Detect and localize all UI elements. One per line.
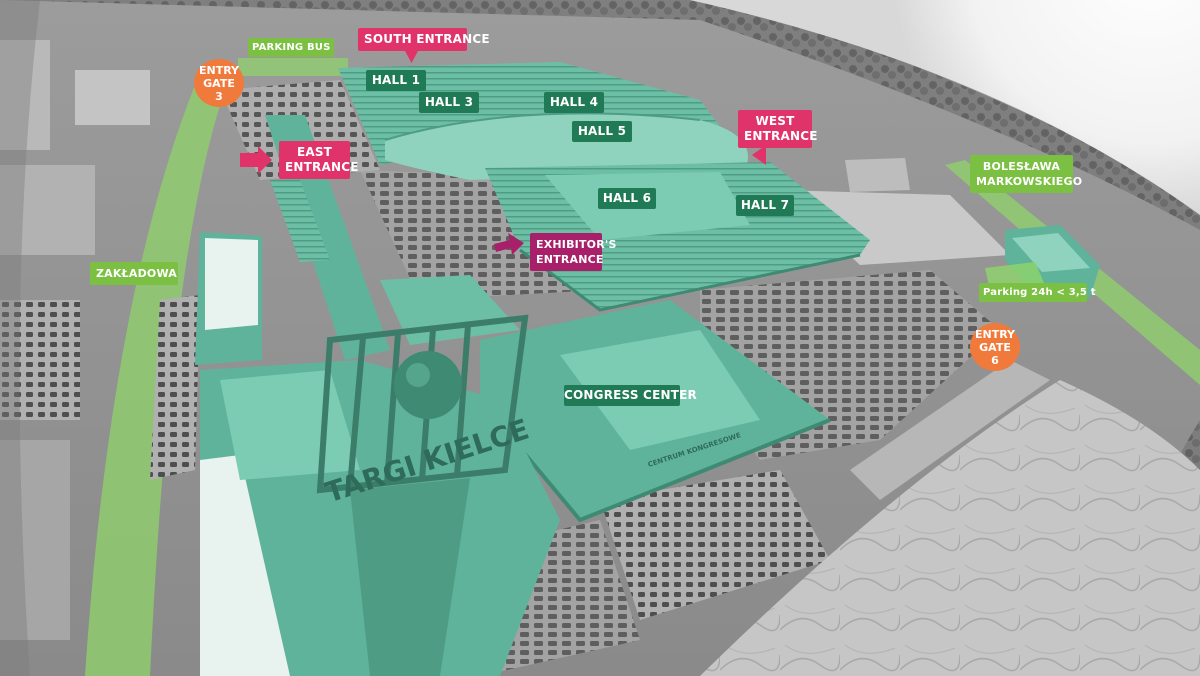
congress-center-label: CONGRESS CENTER [564, 385, 697, 406]
sign-tower [316, 314, 529, 494]
east-entrance-arrow [240, 146, 272, 174]
entry-gate-6-marker: ENTRY GATE 6 [970, 323, 1020, 371]
parking-bus-label: PARKING BUS [248, 38, 334, 57]
exhibitors-entrance-label: EXHIBITOR'S ENTRANCE [530, 233, 617, 271]
zakladowa-road [85, 85, 225, 676]
sky [690, 0, 1200, 215]
hall-6-label: HALL 6 [598, 188, 656, 209]
hall-4-label: HALL 4 [544, 92, 604, 113]
gate-6-line1: ENTRY [974, 327, 1016, 341]
hall-5-building [385, 113, 748, 180]
gate-3-line1: ENTRY [198, 63, 240, 77]
zakladowa-street-label: ZAKŁADOWA [90, 262, 178, 285]
south-entrance-arrow [405, 51, 418, 63]
west-entrance-line1: WEST [755, 114, 795, 128]
parking-24h-label: Parking 24h < 3,5 t [979, 283, 1096, 302]
construction-site [700, 380, 1200, 676]
boleslawa-markowskiego-street-label: BOLESŁAWA MARKOWSKIEGO [970, 155, 1083, 193]
gate-3-number: 3 [215, 89, 223, 103]
south-entrance-label: SOUTH ENTRANCE [358, 28, 490, 51]
entry-gate-3-marker: ENTRY GATE 3 [194, 59, 244, 107]
east-entrance-line2: ENTRANCE [285, 160, 359, 174]
exhibitor-entrance-arrow [494, 233, 524, 255]
boleslawa-line2: MARKOWSKIEGO [976, 175, 1083, 188]
hall-1-label: HALL 1 [366, 70, 426, 91]
hall-5-label: HALL 5 [572, 121, 632, 142]
gate-6-line2: GATE [979, 340, 1011, 354]
gate-6-number: 6 [991, 353, 999, 367]
west-entrance-line2: ENTRANCE [744, 129, 818, 143]
tower-ball [394, 351, 462, 419]
hall-3-label: HALL 3 [419, 92, 479, 113]
boleslawa-line1: BOLESŁAWA [982, 160, 1061, 173]
west-entrance-arrow [752, 145, 766, 165]
hall-7-label: HALL 7 [736, 195, 794, 216]
west-entrance-label: WEST ENTRANCE [738, 110, 818, 148]
exhibitors-entrance-line1: EXHIBITOR'S [536, 238, 617, 251]
gate-3-line2: GATE [203, 76, 235, 90]
exhibitors-entrance-line2: ENTRANCE [536, 253, 604, 266]
east-entrance-label: EAST ENTRANCE [279, 141, 359, 179]
east-entrance-line1: EAST [296, 145, 333, 159]
